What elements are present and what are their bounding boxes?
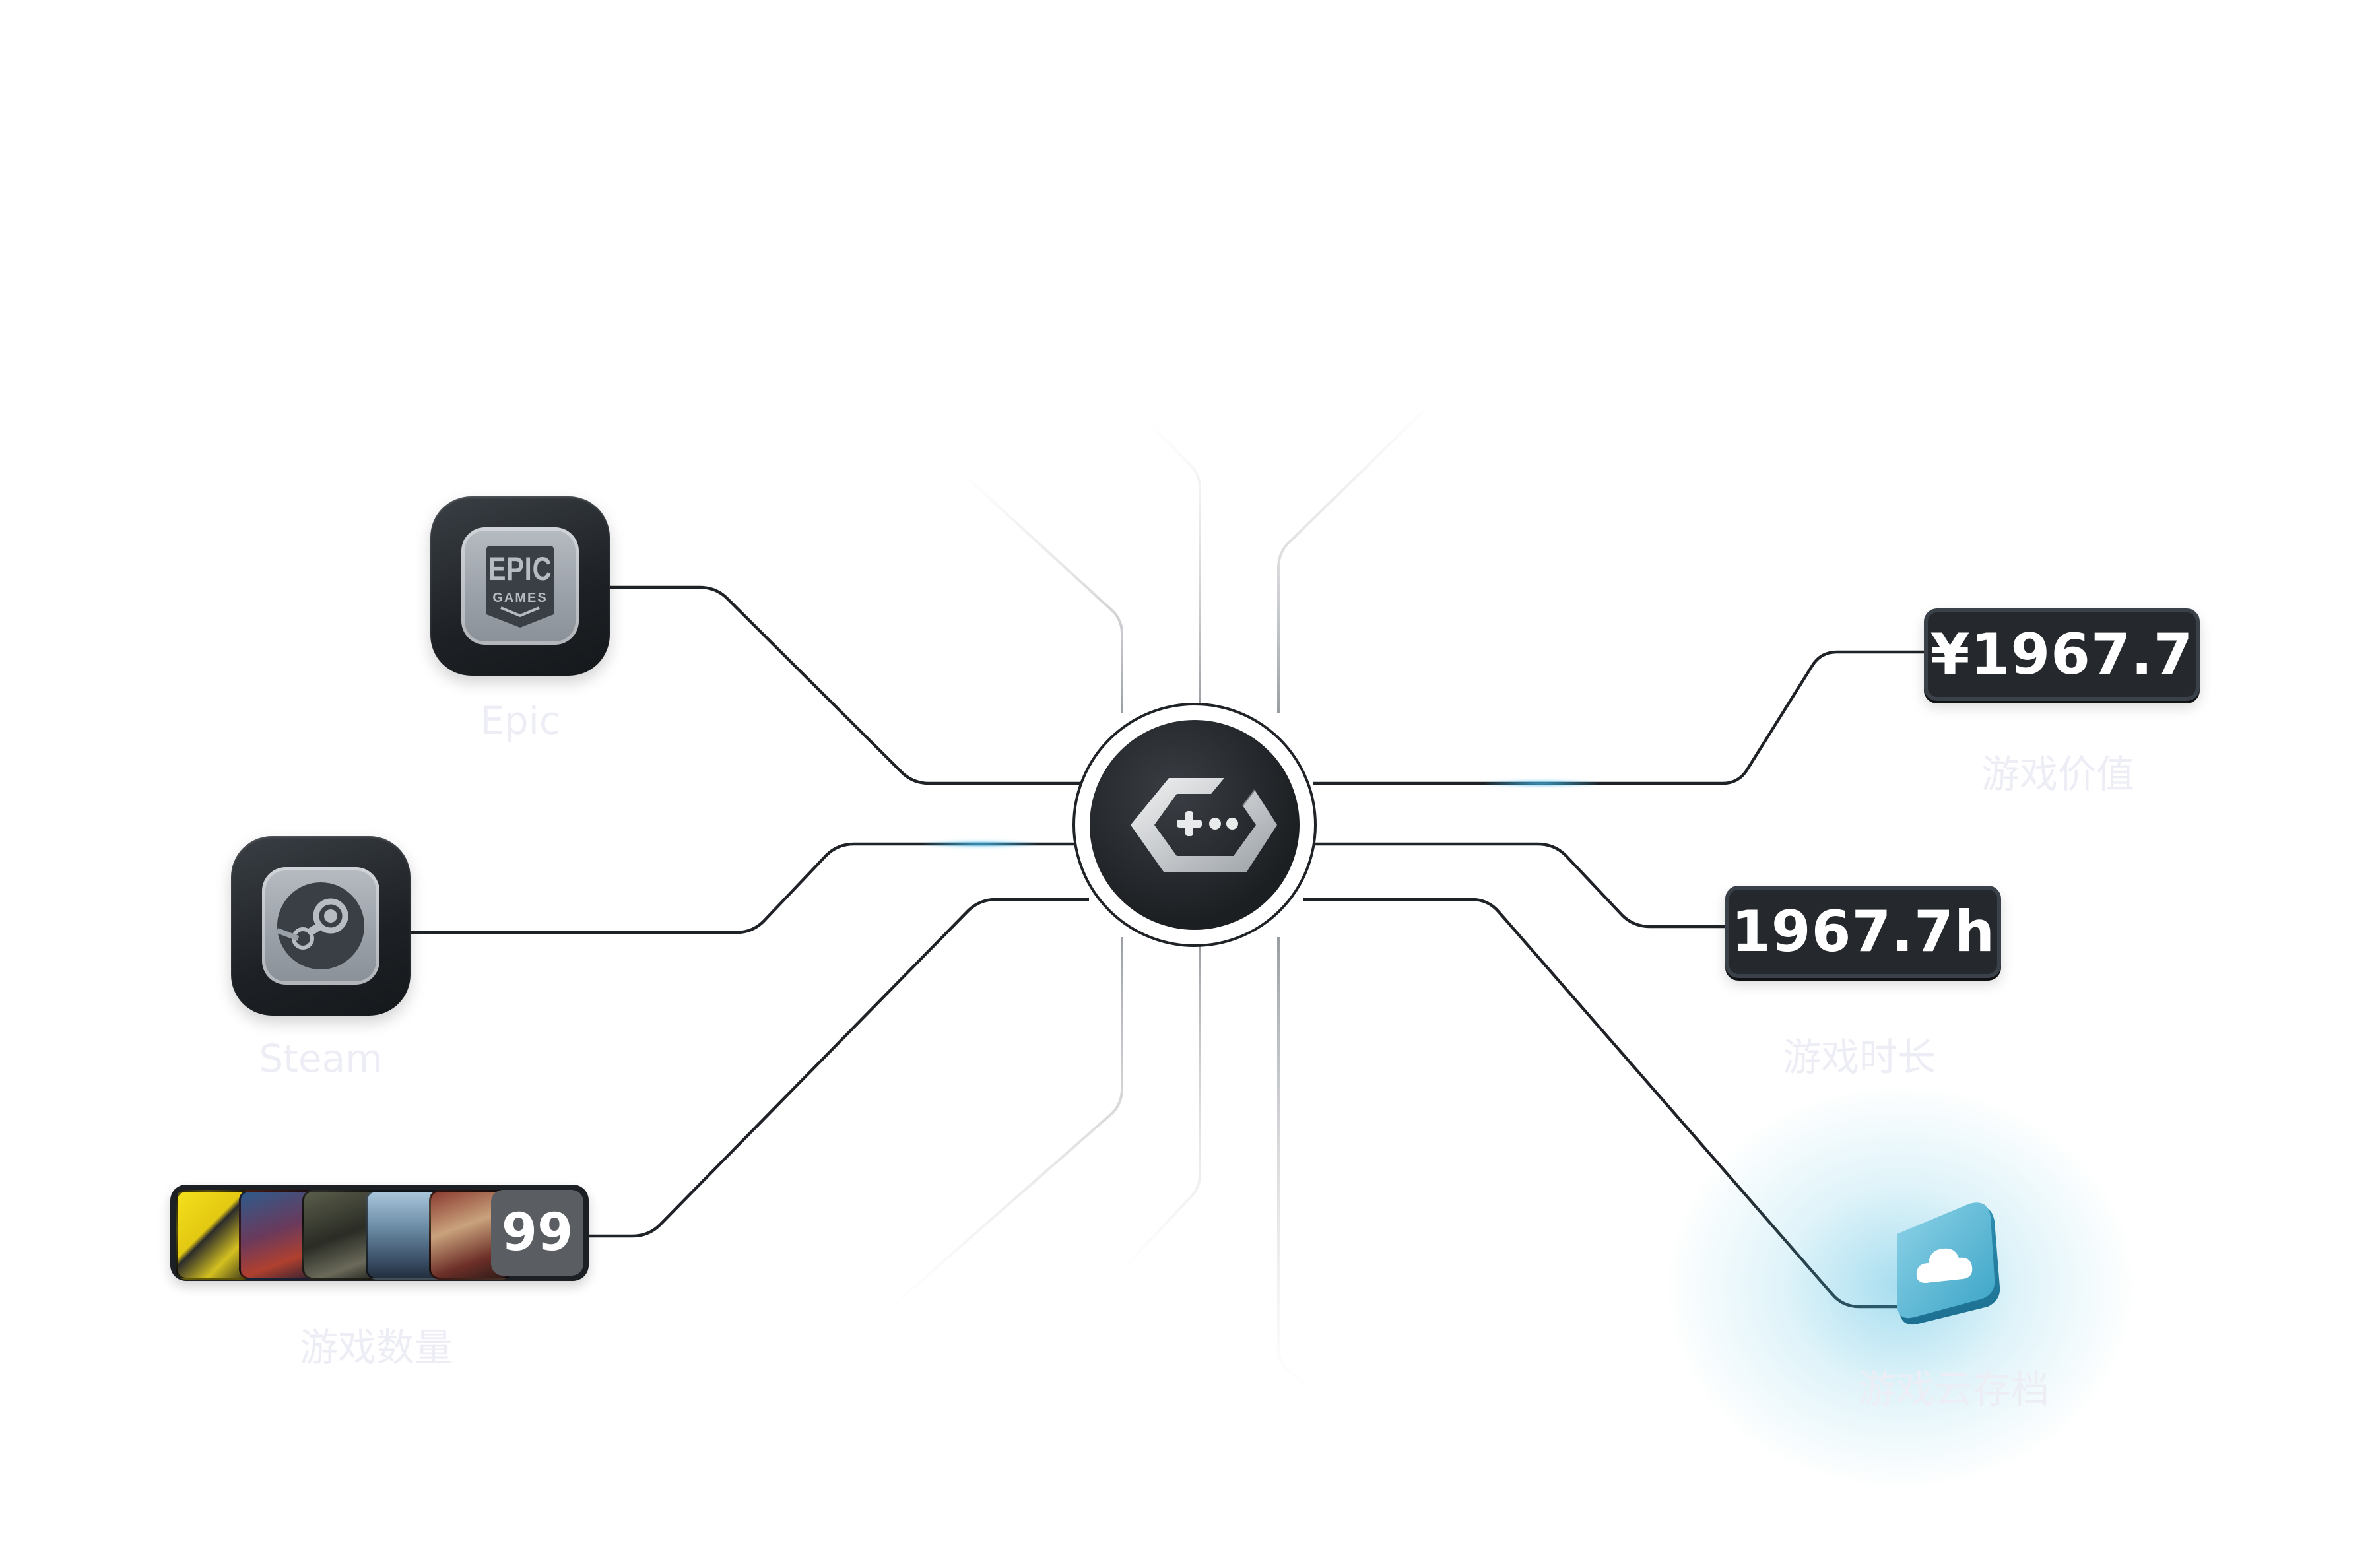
epic-tile[interactable]: EPIC GAMES xyxy=(430,496,610,676)
game-library-strip[interactable]: 99 xyxy=(170,1185,589,1281)
game-count-label: 游戏数量 xyxy=(299,1325,453,1370)
cloud-icon[interactable] xyxy=(1892,1201,2004,1326)
epic-label: Epic xyxy=(480,698,560,743)
wire-cloud xyxy=(1304,898,1901,1309)
steam-label: Steam xyxy=(259,1036,383,1081)
faint-wire xyxy=(1277,937,1328,1400)
playtime-amount-badge: 1967.7h xyxy=(1725,886,2001,978)
wire-epic xyxy=(604,585,1082,785)
controller-hub-icon xyxy=(1090,720,1300,930)
central-hub[interactable] xyxy=(1072,703,1317,947)
epic-games-logo-icon: EPIC GAMES xyxy=(461,527,579,645)
steam-tile[interactable] xyxy=(231,836,411,1016)
wire-value xyxy=(1313,650,1927,785)
value-label: 游戏价值 xyxy=(1981,752,2134,797)
faint-wire xyxy=(883,937,1123,1315)
epic-logo-text: EPIC xyxy=(488,550,552,587)
faint-wire xyxy=(1277,395,1440,713)
faint-wire xyxy=(1114,944,1201,1278)
wire-steam xyxy=(409,842,1082,934)
value-amount-badge: ¥1967.7 xyxy=(1924,608,2200,701)
wire-playtime xyxy=(1313,842,1729,929)
cloud-save-label: 游戏云存档 xyxy=(1857,1367,2049,1412)
playtime-label: 游戏时长 xyxy=(1782,1035,1936,1080)
faint-wire xyxy=(1140,414,1201,706)
wire-glow xyxy=(1485,780,1597,787)
wire-glow xyxy=(924,841,1036,847)
faint-wire xyxy=(954,466,1123,713)
wire-library xyxy=(587,898,1089,1238)
game-count-badge: 99 xyxy=(491,1190,583,1276)
epic-logo-subtext: GAMES xyxy=(492,591,548,605)
steam-logo-icon xyxy=(262,867,380,985)
